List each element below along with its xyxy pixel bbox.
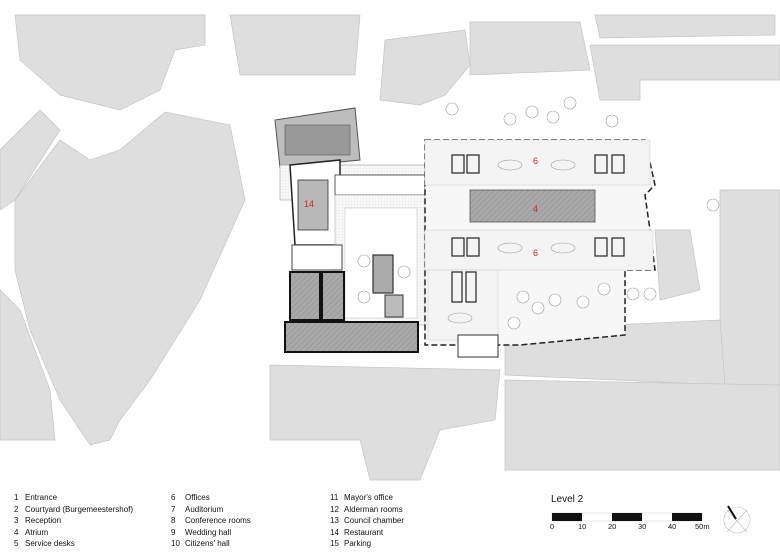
scale-tick: 40 <box>668 522 677 531</box>
scale-bar <box>551 512 703 522</box>
room-label-offices-south: 6 <box>533 248 538 258</box>
trees <box>357 96 720 330</box>
scale-tick: 0 <box>550 522 555 531</box>
level-title: Level 2 <box>551 494 584 505</box>
room-label-restaurant: 14 <box>304 199 314 209</box>
city-hall-building <box>274 107 656 358</box>
north-arrow-icon <box>723 505 751 534</box>
scale-tick: 50m <box>695 522 710 531</box>
scale-tick: 20 <box>608 522 617 531</box>
neighbor-buildings <box>0 14 780 481</box>
scale-tick: 30 <box>638 522 647 531</box>
floor-plan: 14 6 4 6 <box>0 14 780 481</box>
room-label-offices-north: 6 <box>533 156 538 166</box>
room-label-atrium: 4 <box>533 204 538 214</box>
scale-tick: 10 <box>578 522 587 531</box>
